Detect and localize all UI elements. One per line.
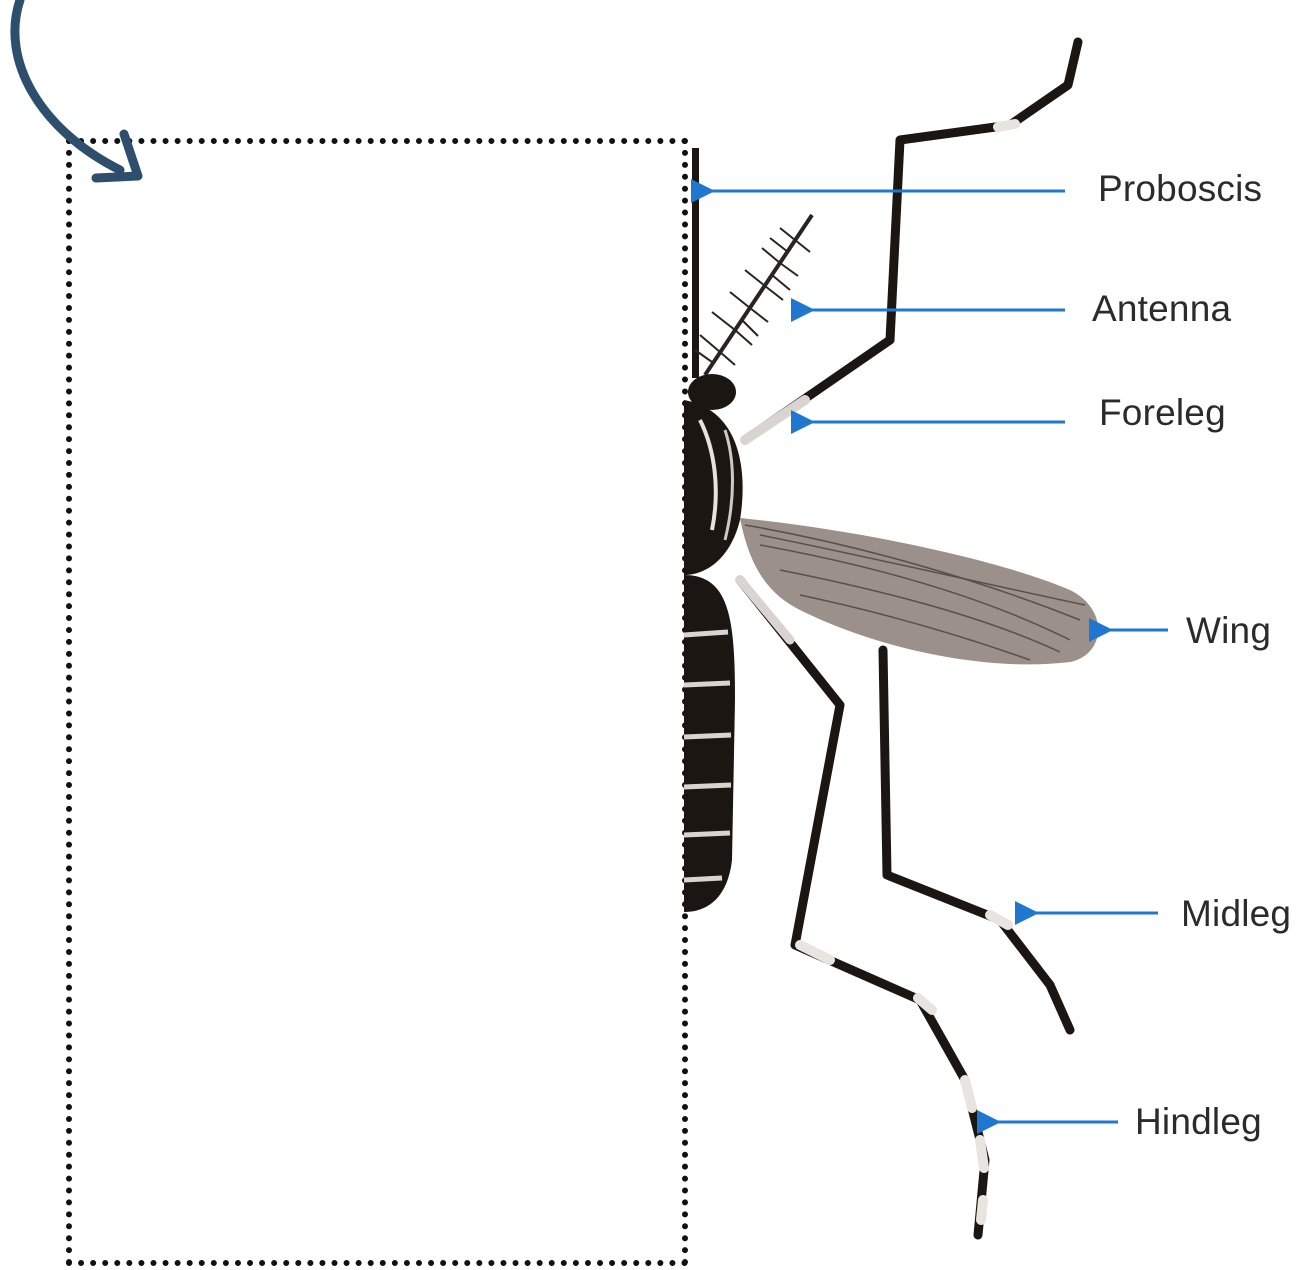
label-wing: Wing — [1186, 610, 1271, 652]
pointer-arrows — [712, 191, 1168, 1122]
antenna-shape — [695, 215, 812, 375]
hindleg-shape — [740, 580, 985, 1235]
label-proboscis: Proboscis — [1098, 168, 1262, 210]
proboscis-shape — [692, 148, 699, 378]
curved-arrow-icon — [15, 0, 138, 178]
label-antenna: Antenna — [1092, 288, 1231, 330]
label-foreleg: Foreleg — [1099, 392, 1226, 434]
label-hindleg: Hindleg — [1135, 1101, 1262, 1143]
label-midleg: Midleg — [1181, 893, 1291, 935]
abdomen-shape — [684, 575, 735, 912]
midleg-shape — [883, 650, 1070, 1030]
head-thorax-shape — [684, 374, 743, 575]
